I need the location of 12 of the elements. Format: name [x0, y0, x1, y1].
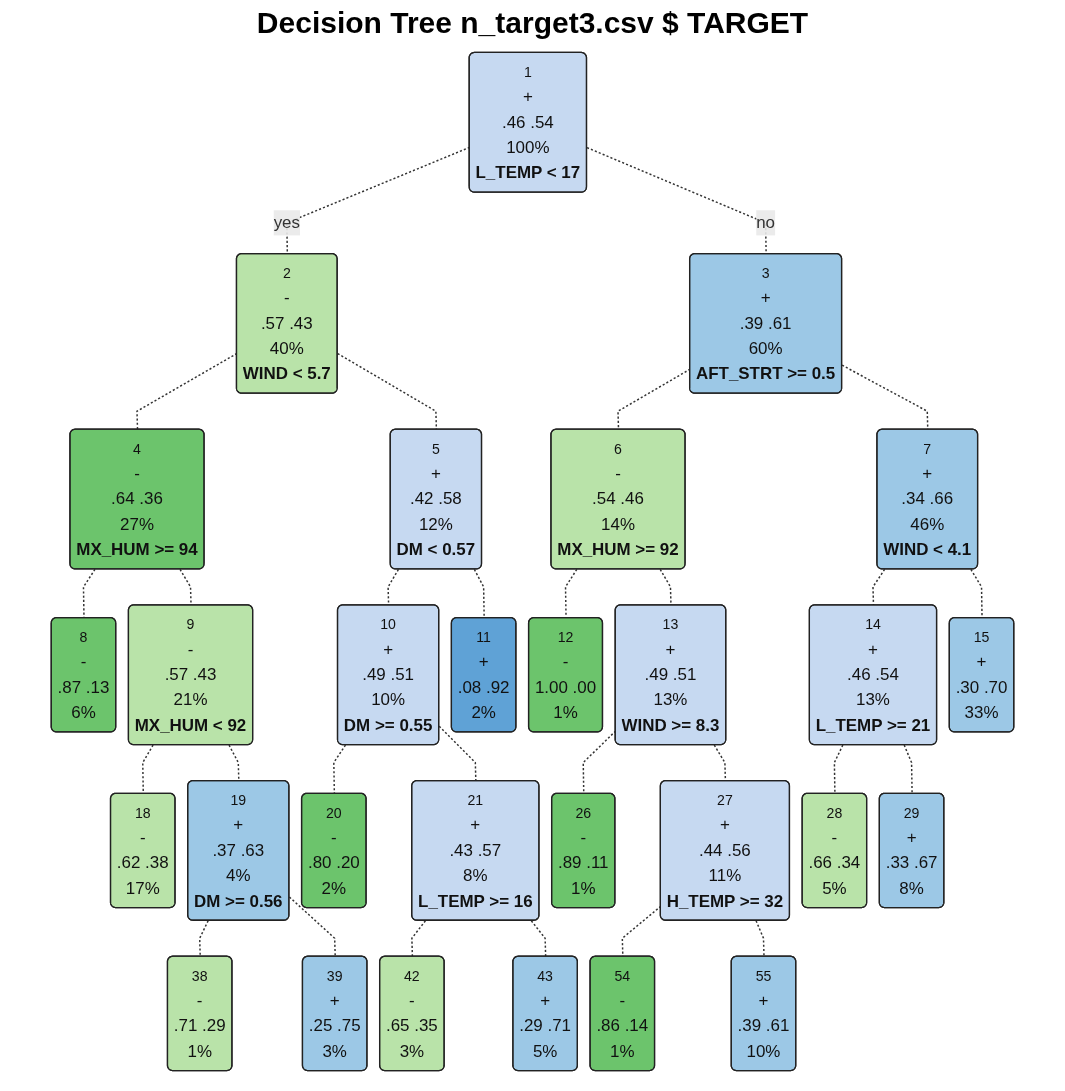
connector — [228, 744, 240, 782]
connector — [755, 920, 765, 958]
connector — [288, 896, 336, 958]
diagram-title: Decision Tree n_target3.csv $ TARGET — [255, 6, 810, 40]
connector — [530, 920, 547, 958]
edge-label: no — [756, 213, 776, 232]
connector — [833, 744, 844, 795]
connector — [903, 744, 913, 795]
connector — [411, 920, 427, 958]
edge-label: yes — [273, 213, 300, 232]
connector — [198, 920, 209, 958]
connector — [473, 568, 485, 619]
